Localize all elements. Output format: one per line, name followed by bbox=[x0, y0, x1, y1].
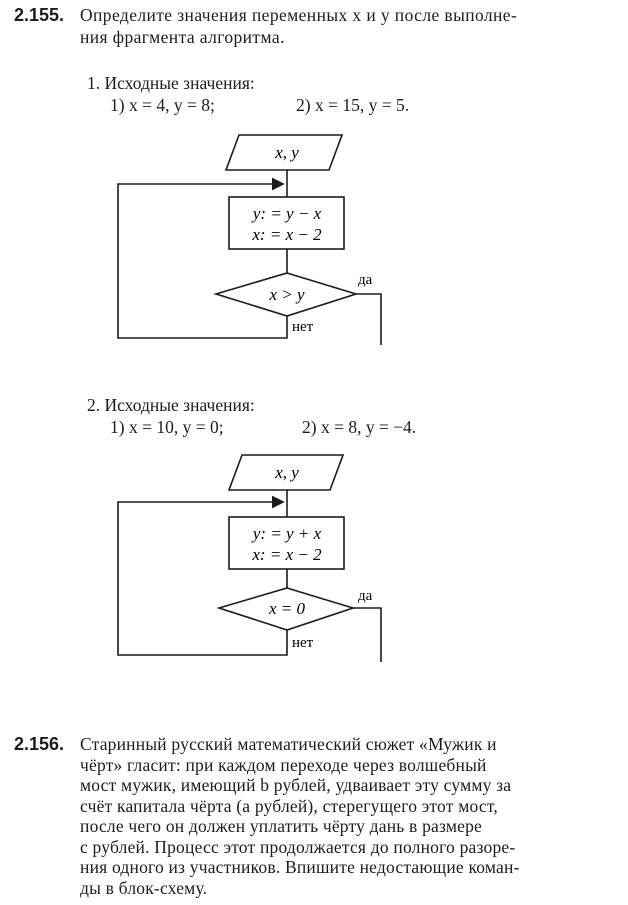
problem-156-line-5: после чего он должен уплатить чёрту дань… bbox=[80, 816, 483, 836]
condition-2-label: x = 0 bbox=[268, 599, 306, 618]
condition-1-label: x > y bbox=[268, 285, 305, 304]
process-2-line-2: x: = x − 2 bbox=[251, 545, 322, 564]
flowchart-1 bbox=[117, 134, 382, 345]
no-label-2: нет bbox=[292, 635, 314, 651]
part-2-values-2: 2) x = 8, y = −4. bbox=[302, 417, 417, 437]
no-label-1: нет bbox=[292, 319, 314, 335]
process-2-line-1: y: = y + x bbox=[251, 524, 322, 543]
loop-back-1 bbox=[117, 177, 288, 339]
io-block-2 bbox=[227, 454, 345, 491]
yes-label-1: да bbox=[358, 272, 373, 288]
problem-number-155: 2.155. bbox=[14, 5, 65, 25]
io-block-1 bbox=[224, 134, 344, 171]
flowchart-2 bbox=[117, 454, 382, 662]
problem-155-line-1: Определите значения переменных x и y пос… bbox=[80, 5, 518, 25]
yes-branch-1 bbox=[356, 293, 382, 345]
part-1-values-1: 1) x = 4, y = 8; bbox=[110, 95, 215, 115]
problem-156-line-7: ния одного из участников. Впишите недост… bbox=[80, 857, 520, 877]
yes-label-2: да bbox=[358, 588, 373, 604]
problem-156-text: Старинный русский математический сюжет «… bbox=[80, 734, 625, 898]
problem-156-line-3: мост мужик, имеющий b рублей, удваивает … bbox=[80, 775, 512, 795]
process-1-line-1: y: = y − x bbox=[251, 204, 322, 223]
problem-155-line-2: ния фрагмента алгоритма. bbox=[80, 27, 285, 47]
io-label-1: x, y bbox=[274, 143, 299, 162]
problem-156-line-2: чёрт» гласит: при каждом переходе через … bbox=[80, 754, 487, 775]
io-label-2: x, y bbox=[274, 463, 299, 482]
problem-156-line-6: c рублей. Процесс этот продолжается до п… bbox=[80, 836, 516, 857]
part-1-values-2: 2) x = 15, y = 5. bbox=[296, 95, 410, 115]
part-2-values-1: 1) x = 10, y = 0; bbox=[110, 417, 224, 437]
part-1-heading: 1. Исходные значения: bbox=[87, 73, 255, 93]
yes-branch-2 bbox=[353, 607, 382, 662]
problem-156-line-8: ды в блок-схему. bbox=[80, 877, 208, 898]
loop-back-2 bbox=[117, 495, 288, 656]
problem-156-line-4: счёт капитала чёрта (a рублей), стерегущ… bbox=[80, 795, 498, 816]
process-1-line-2: x: = x − 2 bbox=[251, 225, 322, 244]
part-2-heading: 2. Исходные значения: bbox=[87, 395, 255, 415]
problem-number-156: 2.156. bbox=[14, 734, 65, 754]
problem-156-line-1: Старинный русский математический сюжет «… bbox=[80, 734, 497, 754]
